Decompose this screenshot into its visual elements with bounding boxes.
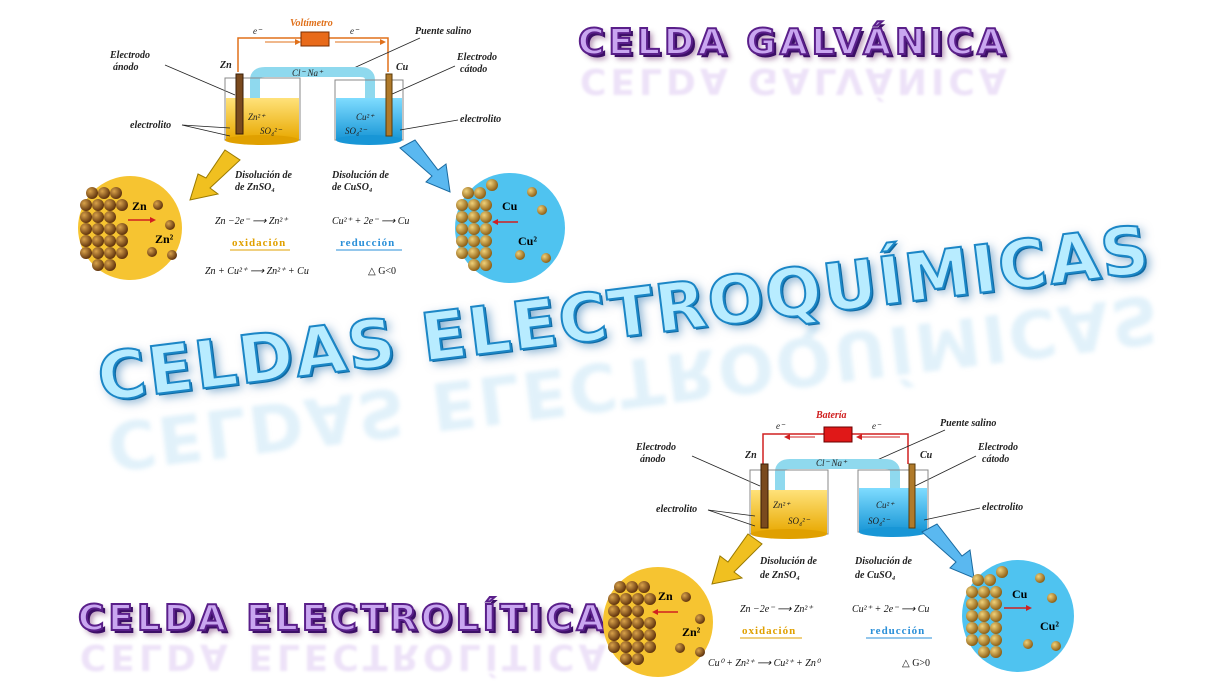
- anode-label: Electrodo: [109, 50, 150, 61]
- right-ion-2: SO₄²⁻: [868, 516, 891, 526]
- eq-reduction: Cu²⁺ + 2e⁻ ⟶ Cu: [852, 604, 929, 615]
- solution-right: Disolución de: [854, 556, 913, 567]
- voltmeter-box: [300, 31, 330, 47]
- zn-electrode: [760, 463, 769, 529]
- left-ion-2: SO₄²⁻: [260, 126, 283, 136]
- right-zoom-arrow: [921, 523, 975, 579]
- cu-lattice: [456, 179, 551, 271]
- cu-lattice: [966, 566, 1061, 658]
- left-ion-1: Zn²⁺: [248, 112, 266, 122]
- solution-right-2: de CuSO₄: [855, 570, 895, 581]
- reduction-label: reducción: [870, 625, 925, 637]
- right-circle-ion: Cu²: [518, 234, 537, 248]
- electrolytic-title-reflection: CELDA ELECTROLÍTICA: [80, 636, 611, 677]
- bridge-ions: Cl⁻ Na⁺: [816, 458, 848, 468]
- left-zoom-arrow: [711, 533, 763, 585]
- right-ion-2: SO₄²⁻: [345, 126, 368, 136]
- left-circle-zn: Zn: [658, 589, 673, 603]
- eq-total: Zn + Cu²⁺ ⟶ Zn²⁺ + Cu: [205, 266, 309, 277]
- electron-left: e⁻: [776, 421, 786, 431]
- solution-left: Disolución de: [234, 170, 293, 181]
- cathode-label: Electrodo: [456, 52, 497, 63]
- right-solution: [859, 488, 927, 532]
- galvanic-title-reflection: CELDA GALVÁNICA: [580, 60, 1011, 101]
- right-circle-ion: Cu²: [1040, 619, 1059, 633]
- bridge-ions: Cl⁻ Na⁺: [292, 68, 324, 78]
- eq-reduction: Cu²⁺ + 2e⁻ ⟶ Cu: [332, 216, 409, 227]
- cu-label: Cu: [920, 450, 933, 461]
- cathode-label: Electrodo: [977, 442, 1018, 453]
- eq-oxidation: Zn −2e⁻ ⟶ Zn²⁺: [740, 604, 813, 615]
- galvanic-title: CELDA GALVÁNICA: [577, 21, 1009, 64]
- left-ion-2: SO₄²⁻: [788, 516, 811, 526]
- delta-g: △ G>0: [902, 658, 930, 669]
- cu-electrode: [385, 73, 393, 137]
- solution-left: Disolución de: [759, 556, 818, 567]
- left-circle-zn: Zn: [132, 199, 147, 213]
- cu-label: Cu: [396, 62, 409, 73]
- battery-box: [823, 426, 853, 443]
- zn-label: Zn: [744, 450, 757, 461]
- zn-label: Zn: [219, 60, 232, 71]
- zn-lattice: [608, 581, 705, 665]
- left-circle-ion: Zn²: [682, 625, 701, 639]
- electrolyte-left: electrolito: [656, 504, 697, 515]
- left-ion-1: Zn²⁺: [773, 500, 791, 510]
- right-circle-cu: Cu: [1012, 587, 1028, 601]
- oxidation-label: oxidación: [232, 237, 286, 249]
- battery-label: Batería: [815, 410, 847, 421]
- anode-label: Electrodo: [635, 442, 676, 453]
- electrolytic-title: CELDA ELECTROLÍTICA: [77, 597, 609, 640]
- cathode-label-2: cátodo: [982, 454, 1009, 465]
- cu-electrode: [908, 463, 916, 529]
- electrolyte-right: electrolito: [982, 502, 1023, 513]
- eq-oxidation: Zn −2e⁻ ⟶ Zn²⁺: [215, 216, 288, 227]
- right-zoom-arrow: [399, 139, 451, 193]
- left-circle-ion: Zn²: [155, 232, 174, 246]
- right-ion-1: Cu²⁺: [876, 500, 895, 510]
- solution-left-2: de ZnSO₄: [760, 570, 800, 581]
- reduction-label: reducción: [340, 237, 395, 249]
- right-circle-cu: Cu: [502, 199, 518, 213]
- anode-label-2: ánodo: [113, 62, 139, 73]
- electron-left: e⁻: [253, 26, 263, 36]
- zn-electrode: [235, 73, 244, 135]
- voltmeter-label: Voltímetro: [290, 18, 333, 29]
- zn-lattice: [80, 187, 177, 271]
- electron-right: e⁻: [872, 421, 882, 431]
- right-ion-1: Cu²⁺: [356, 112, 375, 122]
- electrolyte-left: electrolito: [130, 120, 171, 131]
- right-zoom-circle: [962, 560, 1074, 672]
- solution-left-2: de ZnSO₄: [235, 182, 275, 193]
- cathode-label-2: cátodo: [460, 64, 487, 75]
- left-zoom-arrow: [189, 149, 241, 201]
- salt-bridge-label: Puente salino: [415, 26, 471, 37]
- electrolyte-right: electrolito: [460, 114, 501, 125]
- oxidation-label: oxidación: [742, 625, 796, 637]
- electrolytic-cell-diagram: Batería e⁻ e⁻ Puente salino Electrodo án…: [603, 410, 1074, 677]
- salt-bridge-label: Puente salino: [940, 418, 996, 429]
- electron-right: e⁻: [350, 26, 360, 36]
- anode-label-2: ánodo: [640, 454, 666, 465]
- eq-total: Cu⁰ + Zn²⁺ ⟶ Cu²⁺ + Zn⁰: [708, 658, 822, 669]
- solution-right-2: de CuSO₄: [332, 182, 372, 193]
- delta-g: △ G<0: [368, 266, 396, 277]
- galvanic-cell-diagram: Voltímetro e⁻ e⁻ Puente salino Electrodo…: [78, 18, 565, 283]
- solution-right: Disolución de: [331, 170, 390, 181]
